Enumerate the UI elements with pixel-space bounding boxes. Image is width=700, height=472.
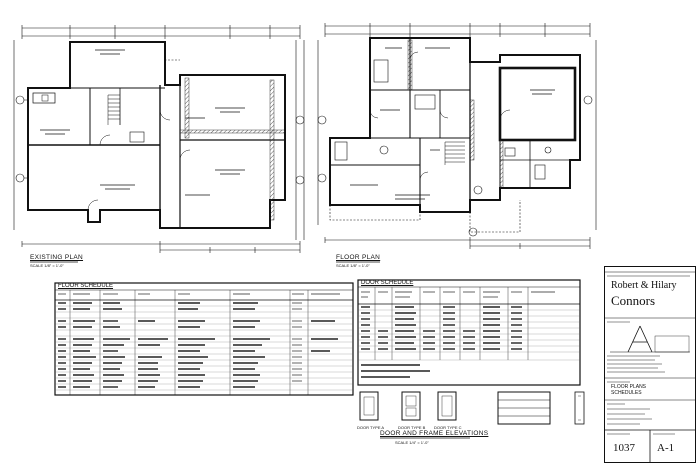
owner-name-line1: Robert & Hilary [611,280,677,291]
sheet-number: A-1 [657,442,675,454]
elevations-title: DOOR AND FRAME ELEVATIONS [380,430,489,437]
floor-plan [317,23,597,263]
door-schedule-title: DOOR SCHEDULE [361,280,414,286]
sheet-title: FLOOR PLANS SCHEDULES [611,384,647,396]
title-block-graphics [604,271,696,463]
project-number: 1037 [613,442,635,454]
floor-plan-scale: SCALE 1/8" = 1'-0" [336,263,370,268]
floor-schedule-title: FLOOR SCHEDULE [58,283,114,289]
door-elevation-label-a: DOOR TYPE A [357,425,385,430]
existing-plan-scale: SCALE 1/8" = 1'-0" [30,263,64,268]
floor-schedule-table [54,282,354,396]
door-schedule-table [357,279,581,386]
floor-plan-title: FLOOR PLAN [336,254,381,261]
existing-plan-title: EXISTING PLAN [30,254,84,261]
door-elevation-label-b: DOOR TYPE B [398,425,426,430]
elevations-scale: SCALE 1/4" = 1'-0" [395,440,429,445]
owner-name-line2: Connors [611,293,656,308]
door-elevation-label-c: DOOR TYPE C [434,425,462,430]
existing-plan [13,25,305,263]
door-elevations [359,391,585,439]
title-block: Robert & Hilary Connors FLOOR PLANS SCHE… [604,266,696,463]
